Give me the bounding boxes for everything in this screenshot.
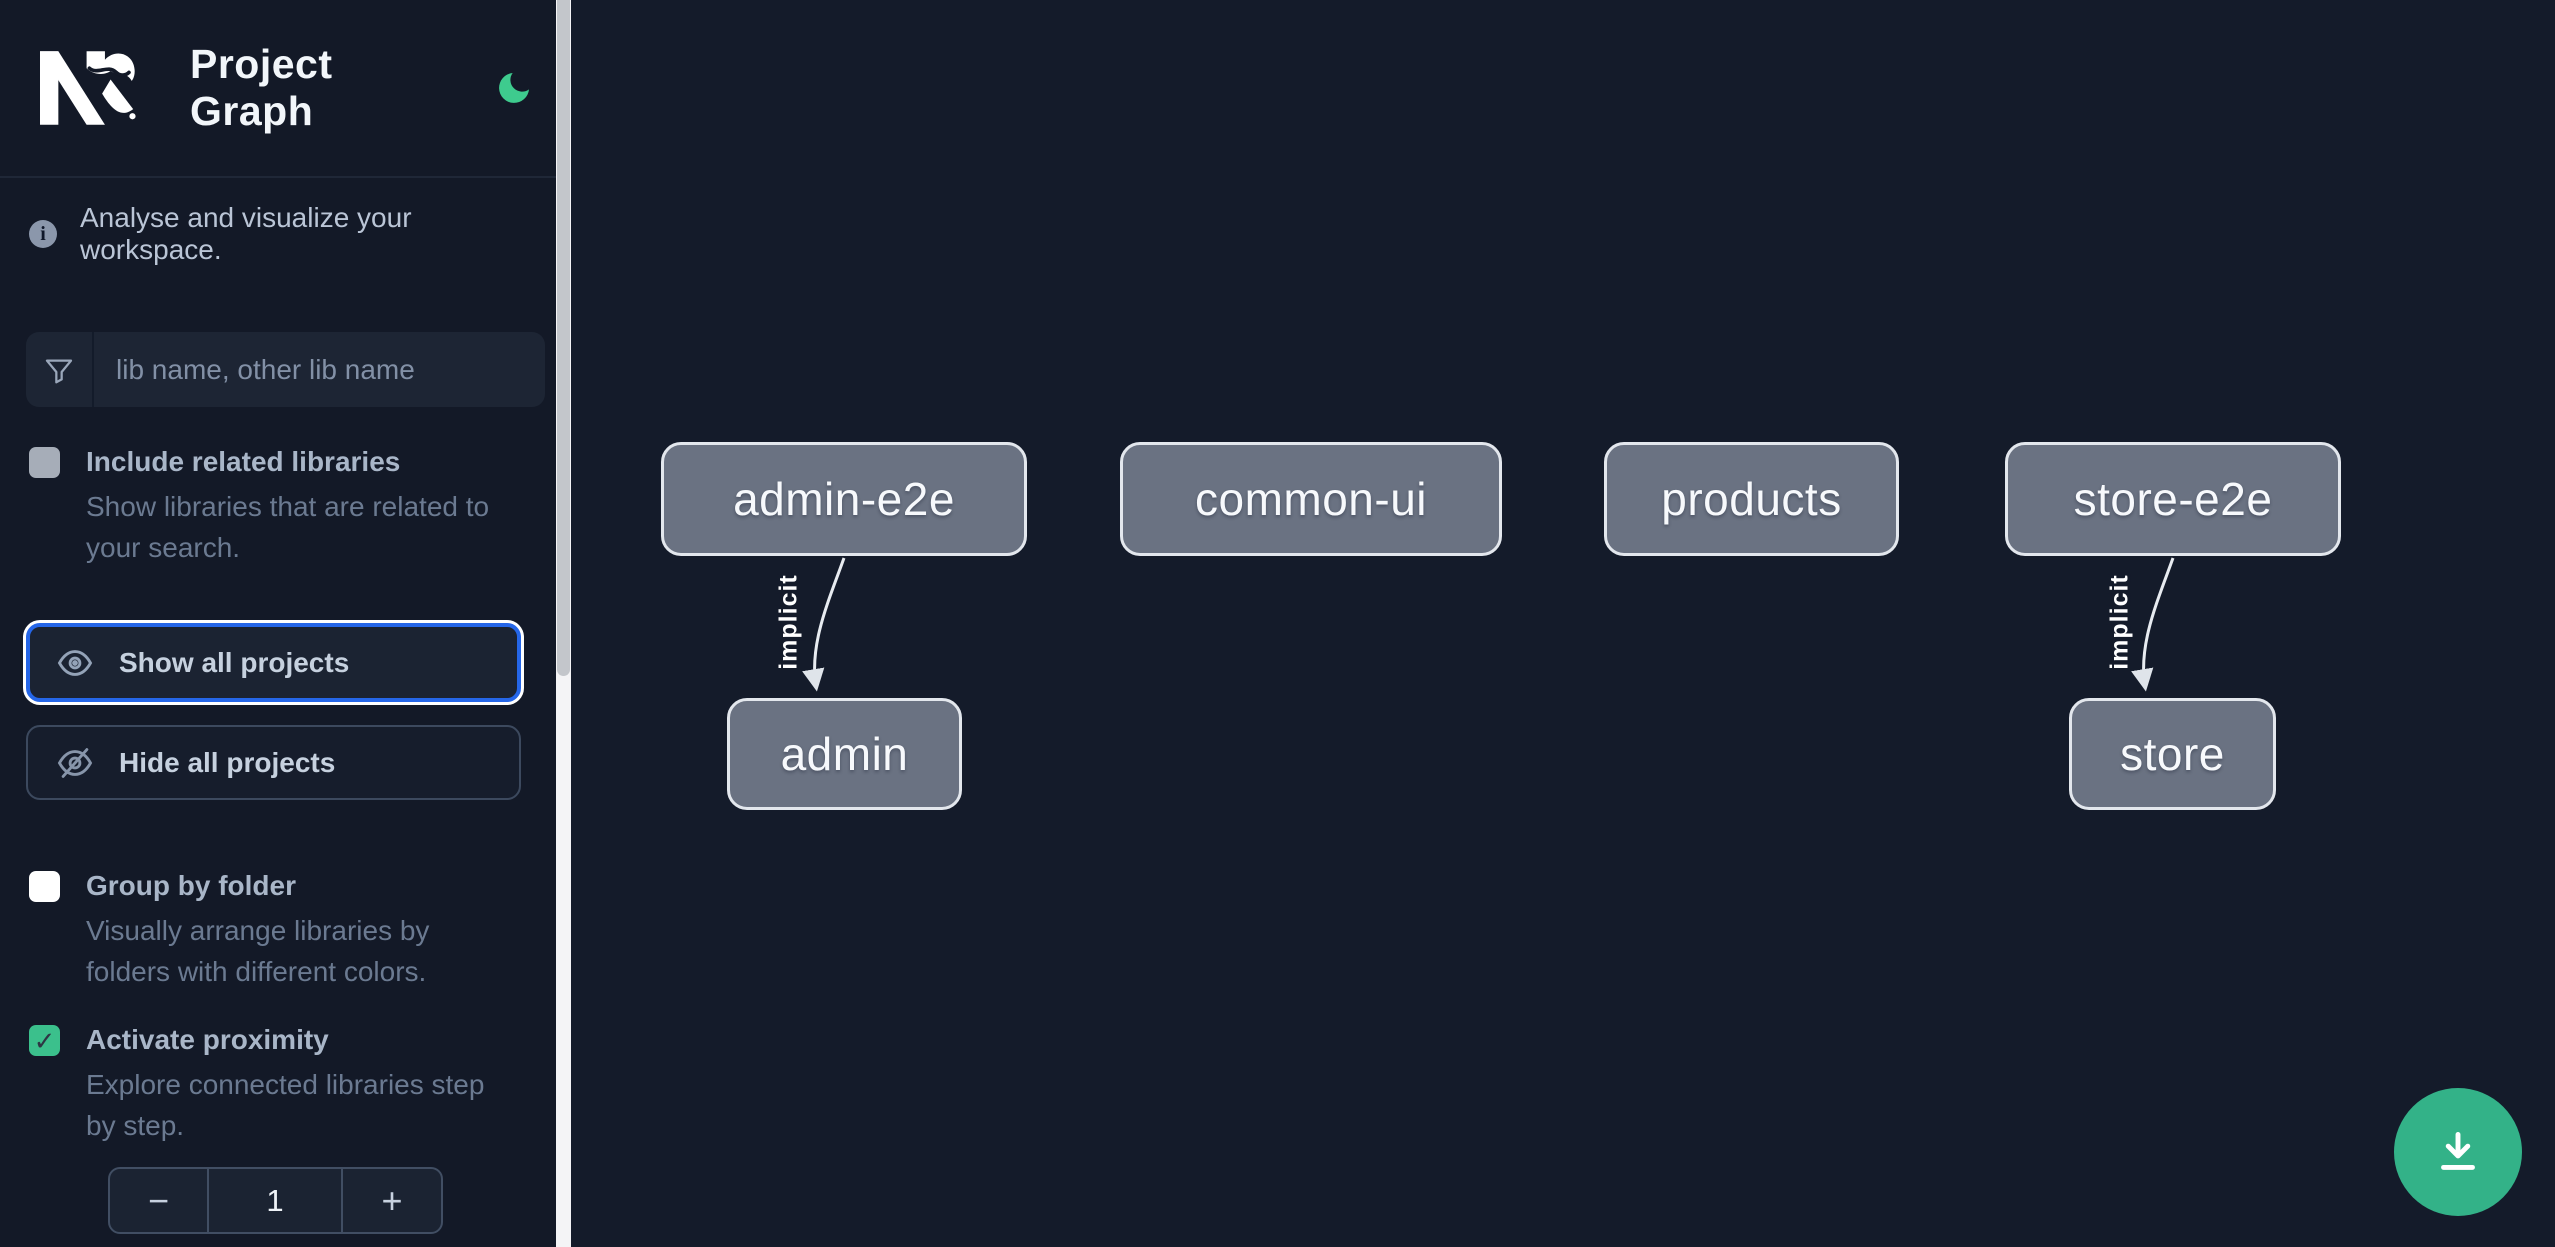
include-related-description: Show libraries that are related to your … (86, 491, 490, 563)
eye-icon (56, 644, 94, 682)
graph-canvas[interactable]: implicit implicit admin-e2e common-ui produ… (571, 0, 2555, 1247)
app-header: Project Graph (0, 0, 571, 178)
decrement-button[interactable]: − (110, 1169, 207, 1232)
check-icon: ✓ (33, 1025, 56, 1056)
option-activate-proximity: ✓ Activate proximity Explore connected l… (29, 1022, 545, 1146)
page-title: Project Graph (190, 41, 333, 134)
tagline-row: i Analyse and visualize your workspace. (0, 202, 571, 266)
sidebar-scrollbar-track[interactable] (556, 0, 571, 1247)
moon-icon (499, 73, 530, 103)
graph-edge-admin-e2e-admin (802, 557, 846, 692)
hide-all-projects-button[interactable]: Hide all projects (26, 725, 521, 800)
download-button[interactable] (2394, 1088, 2522, 1216)
graph-node-admin[interactable]: admin (727, 698, 962, 810)
proximity-depth-stepper: − 1 + (108, 1167, 443, 1234)
show-all-projects-button[interactable]: Show all projects (26, 623, 521, 702)
increment-button[interactable]: + (343, 1169, 441, 1232)
edge-label-store-e2e: implicit (2106, 574, 2134, 670)
include-related-label: Include related libraries (86, 446, 401, 477)
activate-proximity-checkbox[interactable]: ✓ (29, 1025, 60, 1056)
graph-node-admin-e2e[interactable]: admin-e2e (661, 442, 1027, 556)
hide-all-projects-label: Hide all projects (119, 746, 336, 778)
show-all-projects-label: Show all projects (119, 646, 350, 678)
activate-proximity-description: Explore connected libraries step by step… (86, 1069, 485, 1141)
nx-logo-icon (40, 51, 136, 125)
eye-off-icon (56, 744, 94, 782)
download-icon (2441, 1132, 2475, 1170)
edge-label-admin-e2e: implicit (775, 574, 803, 670)
proximity-depth-value: 1 (207, 1169, 343, 1232)
filter-input[interactable] (94, 332, 545, 407)
filter-box (26, 332, 545, 407)
tagline-text: Analyse and visualize your workspace. (80, 202, 412, 265)
info-icon: i (29, 220, 57, 248)
sidebar: Project Graph i Analyse and visualize yo… (0, 0, 571, 1247)
group-by-folder-label: Group by folder (86, 870, 296, 901)
include-related-checkbox[interactable] (29, 447, 60, 478)
group-by-folder-checkbox[interactable] (29, 871, 60, 902)
graph-node-store-e2e[interactable]: store-e2e (2005, 442, 2341, 556)
sidebar-scrollbar-thumb[interactable] (557, 0, 570, 676)
graph-edges: implicit implicit (771, 557, 2175, 692)
graph-edge-store-e2e-store (2131, 557, 2175, 692)
graph-node-common-ui[interactable]: common-ui (1120, 442, 1502, 556)
theme-toggle-button[interactable] (494, 66, 535, 110)
activate-proximity-label: Activate proximity (86, 1024, 329, 1055)
group-by-folder-description: Visually arrange libraries by folders wi… (86, 915, 430, 987)
option-include-related-libraries: Include related libraries Show libraries… (29, 444, 545, 568)
graph-node-store[interactable]: store (2069, 698, 2276, 810)
funnel-icon (26, 332, 94, 407)
graph-node-products[interactable]: products (1604, 442, 1899, 556)
option-group-by-folder: Group by folder Visually arrange librari… (29, 868, 545, 992)
